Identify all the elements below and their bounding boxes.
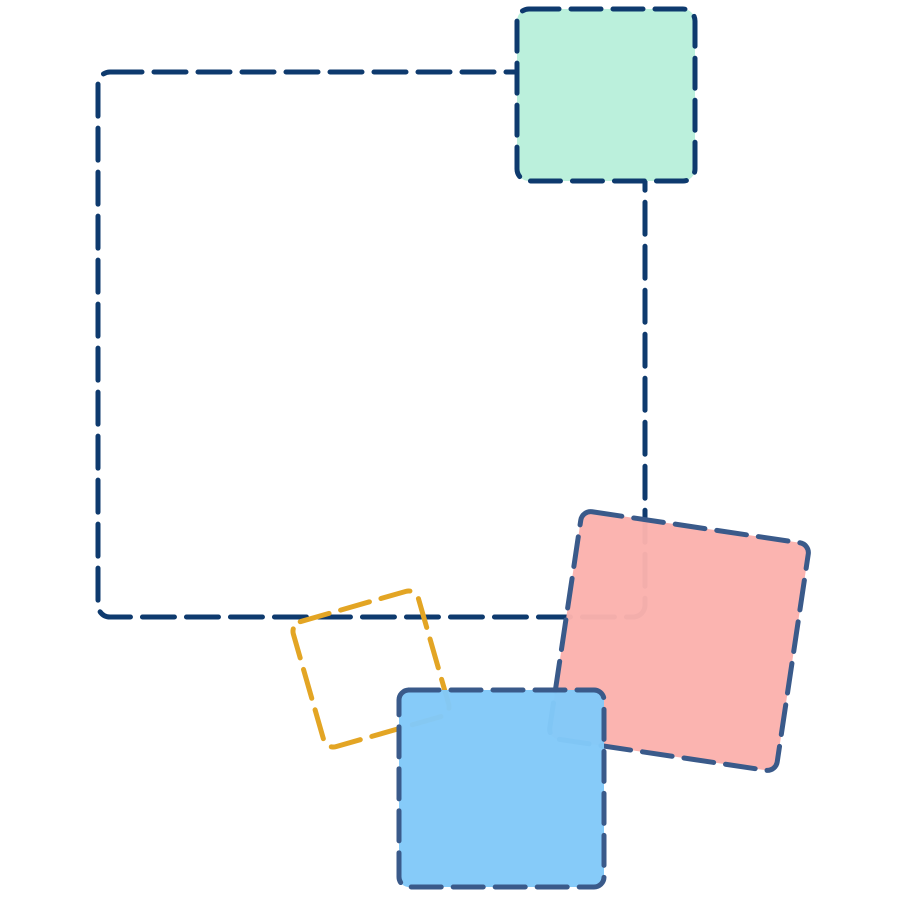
yellow-dashed-square	[290, 588, 452, 750]
blue-square	[396, 687, 607, 890]
mint-square	[514, 6, 698, 184]
pink-square	[547, 509, 811, 773]
large-dashed-square	[95, 69, 648, 620]
